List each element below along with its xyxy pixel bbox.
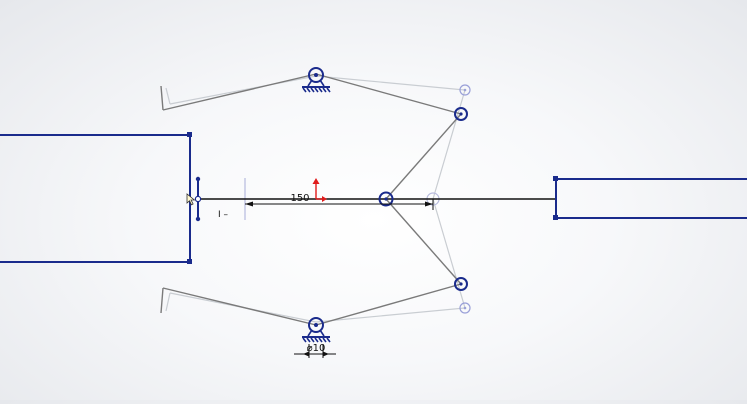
slider-end-point[interactable] — [195, 216, 201, 222]
linkage — [160, 73, 462, 326]
right-block-outline[interactable] — [555, 178, 747, 219]
link-top-right[interactable] — [315, 73, 462, 115]
link-bottom-tick — [160, 287, 164, 314]
length-label[interactable]: 150 — [290, 193, 309, 204]
diameter-dimension[interactable]: ⌀10 — [294, 343, 336, 358]
ghost-tick-bottom — [165, 292, 171, 312]
diameter-label[interactable]: ⌀10 — [307, 343, 326, 354]
block-corner-point[interactable] — [187, 132, 192, 137]
slider-end-point[interactable] — [195, 176, 201, 182]
block-corner-point[interactable] — [187, 259, 192, 264]
ghost-tick-top — [165, 87, 171, 105]
link-top-tick — [160, 85, 164, 111]
right-block[interactable] — [553, 176, 747, 220]
left-block[interactable] — [0, 132, 192, 264]
block-corner-point[interactable] — [553, 215, 558, 220]
ground-symbol-icon[interactable] — [302, 317, 331, 343]
sketch-point-icon[interactable] — [459, 302, 471, 314]
left-block-outline[interactable] — [0, 134, 191, 263]
pin-joint-icon[interactable] — [454, 107, 468, 121]
pin-joint-icon[interactable] — [454, 277, 468, 291]
link-bottom-left[interactable] — [162, 287, 317, 326]
cursor-icon — [186, 193, 196, 206]
link-lower-arm[interactable] — [385, 198, 462, 285]
length-dimension[interactable]: 150 — [245, 193, 434, 210]
origin-icon — [312, 178, 327, 202]
ground-symbol-icon[interactable] — [302, 67, 331, 93]
sketch-point-icon[interactable] — [459, 84, 471, 96]
slider-mid-point[interactable] — [194, 195, 202, 203]
sketch-point-center — [463, 306, 467, 310]
pin-joint-icon[interactable] — [378, 191, 394, 207]
link-upper-arm[interactable] — [385, 113, 462, 200]
block-corner-point[interactable] — [553, 176, 558, 181]
link-bottom-right[interactable] — [315, 283, 462, 326]
link-top-left[interactable] — [162, 73, 317, 111]
sketch-point-center — [463, 88, 467, 92]
small-dimension-marker[interactable]: I – — [218, 210, 229, 220]
